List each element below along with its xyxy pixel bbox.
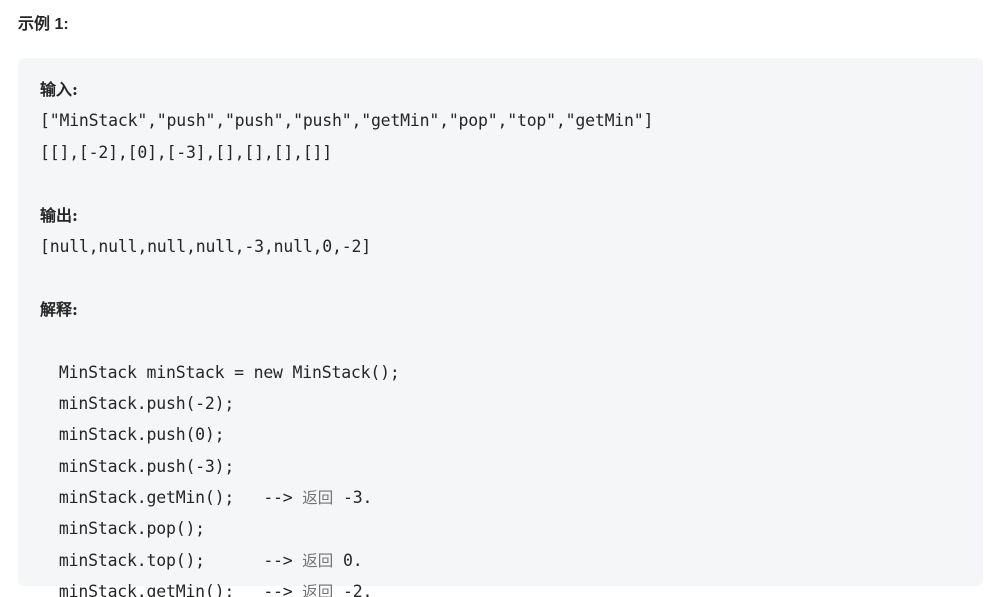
explanation-arrow: --> bbox=[263, 582, 303, 597]
spacer bbox=[40, 168, 961, 199]
explanation-line: minStack.push(-2); bbox=[40, 357, 961, 413]
example-code-block: 输入: ["MinStack","push","push","push","ge… bbox=[18, 58, 983, 597]
explanation-label: 解释: bbox=[40, 299, 78, 319]
output-value: [null,null,null,null,-3,null,0,-2] bbox=[40, 236, 371, 256]
explanation-code: minStack.push(0); bbox=[58, 425, 225, 445]
explanation-code: minStack.push(-2); bbox=[58, 393, 235, 413]
explanation-code: minStack.pop(); bbox=[58, 519, 205, 539]
explanation-value: -3. bbox=[333, 488, 373, 508]
explanation-line: minStack.getMin(); --> 返回 -2. bbox=[40, 545, 961, 597]
explanation-line: minStack.getMin(); --> 返回 -3. bbox=[40, 451, 961, 507]
input-operations: ["MinStack","push","push","push","getMin… bbox=[40, 111, 654, 131]
explanation-line: minStack.push(0); bbox=[40, 388, 961, 444]
explanation-comment: 返回 bbox=[302, 489, 334, 508]
explanation-comment: 返回 bbox=[302, 551, 334, 570]
explanation-line: MinStack minStack = new MinStack(); bbox=[40, 325, 961, 382]
explanation-arrow: --> bbox=[263, 488, 303, 508]
explanation-code: minStack.getMin(); bbox=[58, 582, 264, 597]
explanation-line: minStack.top(); --> 返回 0. bbox=[40, 513, 961, 570]
explanation-comment: 返回 bbox=[302, 583, 334, 597]
explanation-line: minStack.pop(); bbox=[40, 482, 961, 538]
input-label: 输入: bbox=[40, 80, 78, 99]
spacer bbox=[40, 262, 961, 293]
explanation-value: -2. bbox=[333, 582, 373, 597]
explanation-code: minStack.getMin(); bbox=[58, 488, 264, 508]
explanation-code: MinStack minStack = new MinStack(); bbox=[58, 362, 400, 382]
input-arguments: [[],[-2],[0],[-3],[],[],[],[]] bbox=[40, 142, 333, 162]
explanation-value: 0. bbox=[333, 550, 363, 570]
output-label: 输出: bbox=[40, 205, 78, 225]
explanation-code: minStack.push(-3); bbox=[58, 456, 235, 476]
explanation-line: minStack.push(-3); bbox=[40, 419, 961, 476]
explanation-arrow: --> bbox=[263, 550, 303, 570]
example-title: 示例 1: bbox=[18, 16, 69, 33]
explanation-code: minStack.top(); bbox=[58, 550, 264, 570]
